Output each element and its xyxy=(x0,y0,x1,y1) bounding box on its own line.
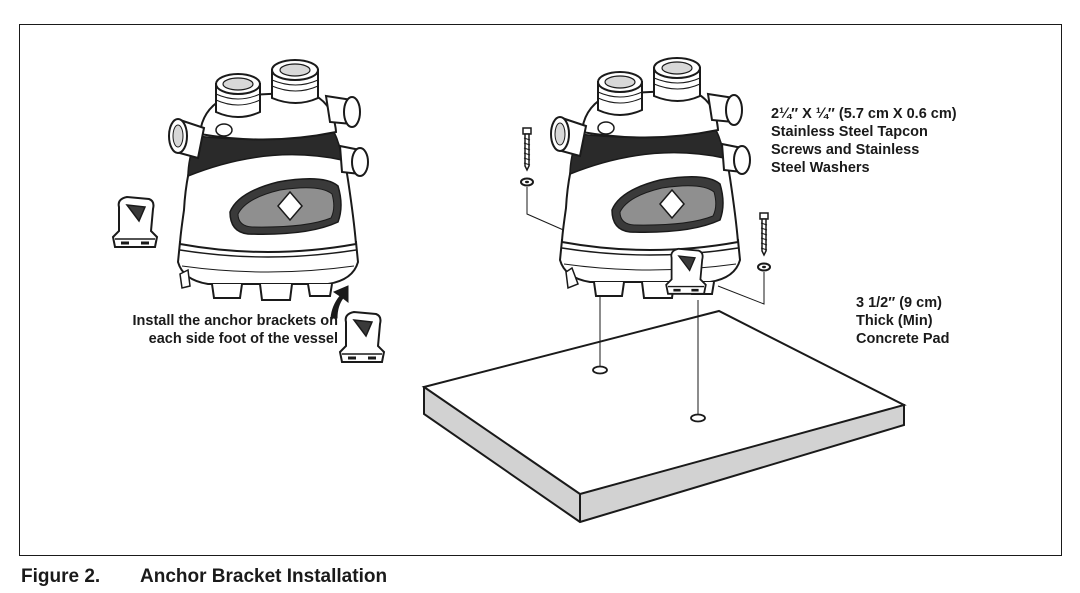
alignment-lines xyxy=(526,187,765,414)
anchor-bracket-right xyxy=(338,310,386,364)
figure-caption: Figure 2. Anchor Bracket Installation xyxy=(21,566,387,588)
figure-title: Anchor Bracket Installation xyxy=(140,566,388,587)
callout-line: Install the anchor brackets on xyxy=(132,313,338,329)
installed-bracket-right xyxy=(664,247,708,296)
installed-bracket-left xyxy=(565,266,579,290)
anchor-hole-left xyxy=(592,365,608,375)
screws-callout: 2¼″ X ¼″ (5.7 cm X 0.6 cm) Stainless Ste… xyxy=(771,105,957,177)
vessel-foot-left xyxy=(179,268,191,289)
vessel-right xyxy=(550,57,751,299)
tapcon-screw-right xyxy=(757,212,771,272)
callout-line: 3 1/2″ (9 cm) xyxy=(856,295,942,311)
anchor-hole-right xyxy=(690,413,706,423)
concrete-pad xyxy=(421,309,907,524)
callout-line: Steel Washers xyxy=(771,160,870,176)
figure-number: Figure 2. xyxy=(21,566,101,587)
callout-line: Thick (Min) xyxy=(856,313,933,329)
concrete-pad-callout: 3 1/2″ (9 cm) Thick (Min) Concrete Pad xyxy=(856,294,949,348)
installation-drawing xyxy=(111,57,907,524)
anchor-bracket-callout: Install the anchor brackets on each side… xyxy=(60,312,338,348)
arrow-icon xyxy=(330,285,349,319)
callout-line: Stainless Steel Tapcon xyxy=(771,124,928,140)
callout-line: each side foot of the vessel xyxy=(148,331,338,347)
tapcon-screw-left xyxy=(520,127,534,187)
anchor-bracket-left xyxy=(111,195,159,249)
callout-line: 2¼″ X ¼″ (5.7 cm X 0.6 cm) xyxy=(771,106,957,122)
figure-frame xyxy=(19,24,1062,556)
callout-line: Screws and Stainless xyxy=(771,142,920,158)
vessel-left xyxy=(168,59,369,301)
callout-line: Concrete Pad xyxy=(856,331,950,347)
